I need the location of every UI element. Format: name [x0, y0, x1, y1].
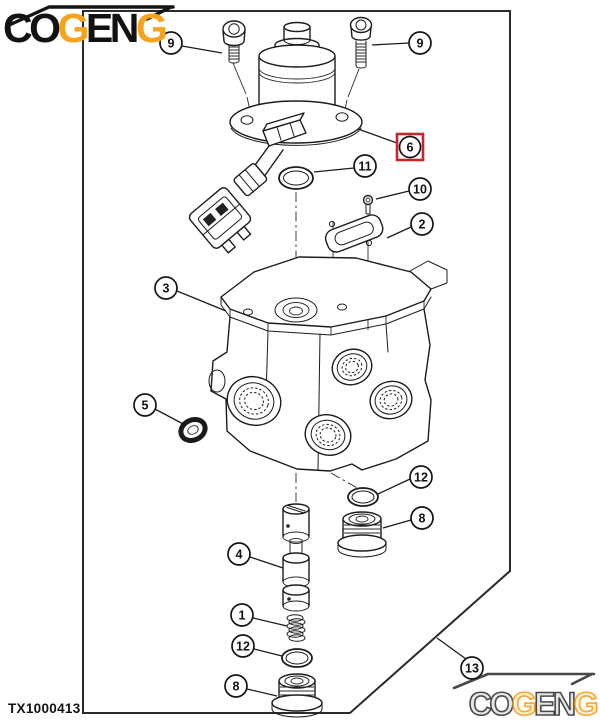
svg-text:8: 8 [233, 680, 240, 694]
callout-1[interactable]: 1 [230, 603, 288, 627]
bolt-left [222, 20, 246, 64]
spring-1 [286, 614, 306, 642]
callout-13[interactable]: 13 [436, 637, 484, 680]
svg-text:9: 9 [168, 37, 175, 51]
highlight-box [395, 132, 425, 162]
callout-11[interactable]: 11 [313, 154, 377, 178]
svg-text:13: 13 [465, 662, 479, 676]
plate-2 [324, 214, 384, 253]
brand-logo-text: COGENG [3, 5, 168, 51]
svg-text:9: 9 [417, 37, 424, 51]
plug-8-bottom [271, 673, 323, 718]
diagram-frame [82, 10, 511, 714]
svg-text:1: 1 [239, 609, 246, 623]
car-silhouette-icon [5, 5, 175, 28]
svg-text:5: 5 [142, 399, 149, 413]
callout-10[interactable]: 10 [375, 177, 432, 201]
connector-cable [188, 112, 307, 254]
svg-text:8: 8 [419, 512, 426, 526]
o-ring-12-bottom [281, 648, 313, 668]
callout-6-highlighted[interactable]: 6 [357, 128, 425, 162]
svg-text:12: 12 [414, 471, 428, 485]
seal-5 [178, 417, 208, 443]
callout-12-bottom[interactable]: 12 [231, 634, 283, 658]
spool-4 [282, 503, 310, 612]
callout-8-right[interactable]: 8 [382, 506, 434, 530]
svg-text:3: 3 [163, 282, 170, 296]
car-silhouette-icon [452, 672, 596, 690]
drawing-number: TX1000413 [8, 701, 81, 716]
bolt-right [349, 16, 373, 69]
callout-9-left[interactable]: 9 [159, 31, 223, 55]
callout-2[interactable]: 2 [386, 212, 434, 239]
callout-8-bottom[interactable]: 8 [224, 674, 278, 698]
valve-body [208, 256, 448, 472]
svg-text:10: 10 [413, 183, 427, 197]
svg-text:12: 12 [236, 640, 250, 654]
plug-8-right [337, 511, 387, 558]
callout-3[interactable]: 3 [154, 276, 227, 312]
svg-text:2: 2 [419, 218, 426, 232]
svg-text:11: 11 [358, 160, 371, 174]
brand-watermark-text: COGENG [468, 686, 599, 721]
svg-text:4: 4 [236, 548, 243, 562]
callout-5[interactable]: 5 [133, 393, 186, 426]
screw-10 [362, 194, 374, 215]
callout-9-right[interactable]: 9 [371, 31, 432, 55]
callout-4[interactable]: 4 [227, 542, 284, 569]
brand-watermark: COGENG [446, 668, 599, 721]
o-ring-11 [278, 166, 314, 190]
callout-12-right[interactable]: 12 [377, 465, 433, 495]
brand-logo: COGENG [1, 0, 201, 62]
o-ring-12-right [347, 487, 379, 507]
svg-text:6: 6 [407, 141, 414, 155]
